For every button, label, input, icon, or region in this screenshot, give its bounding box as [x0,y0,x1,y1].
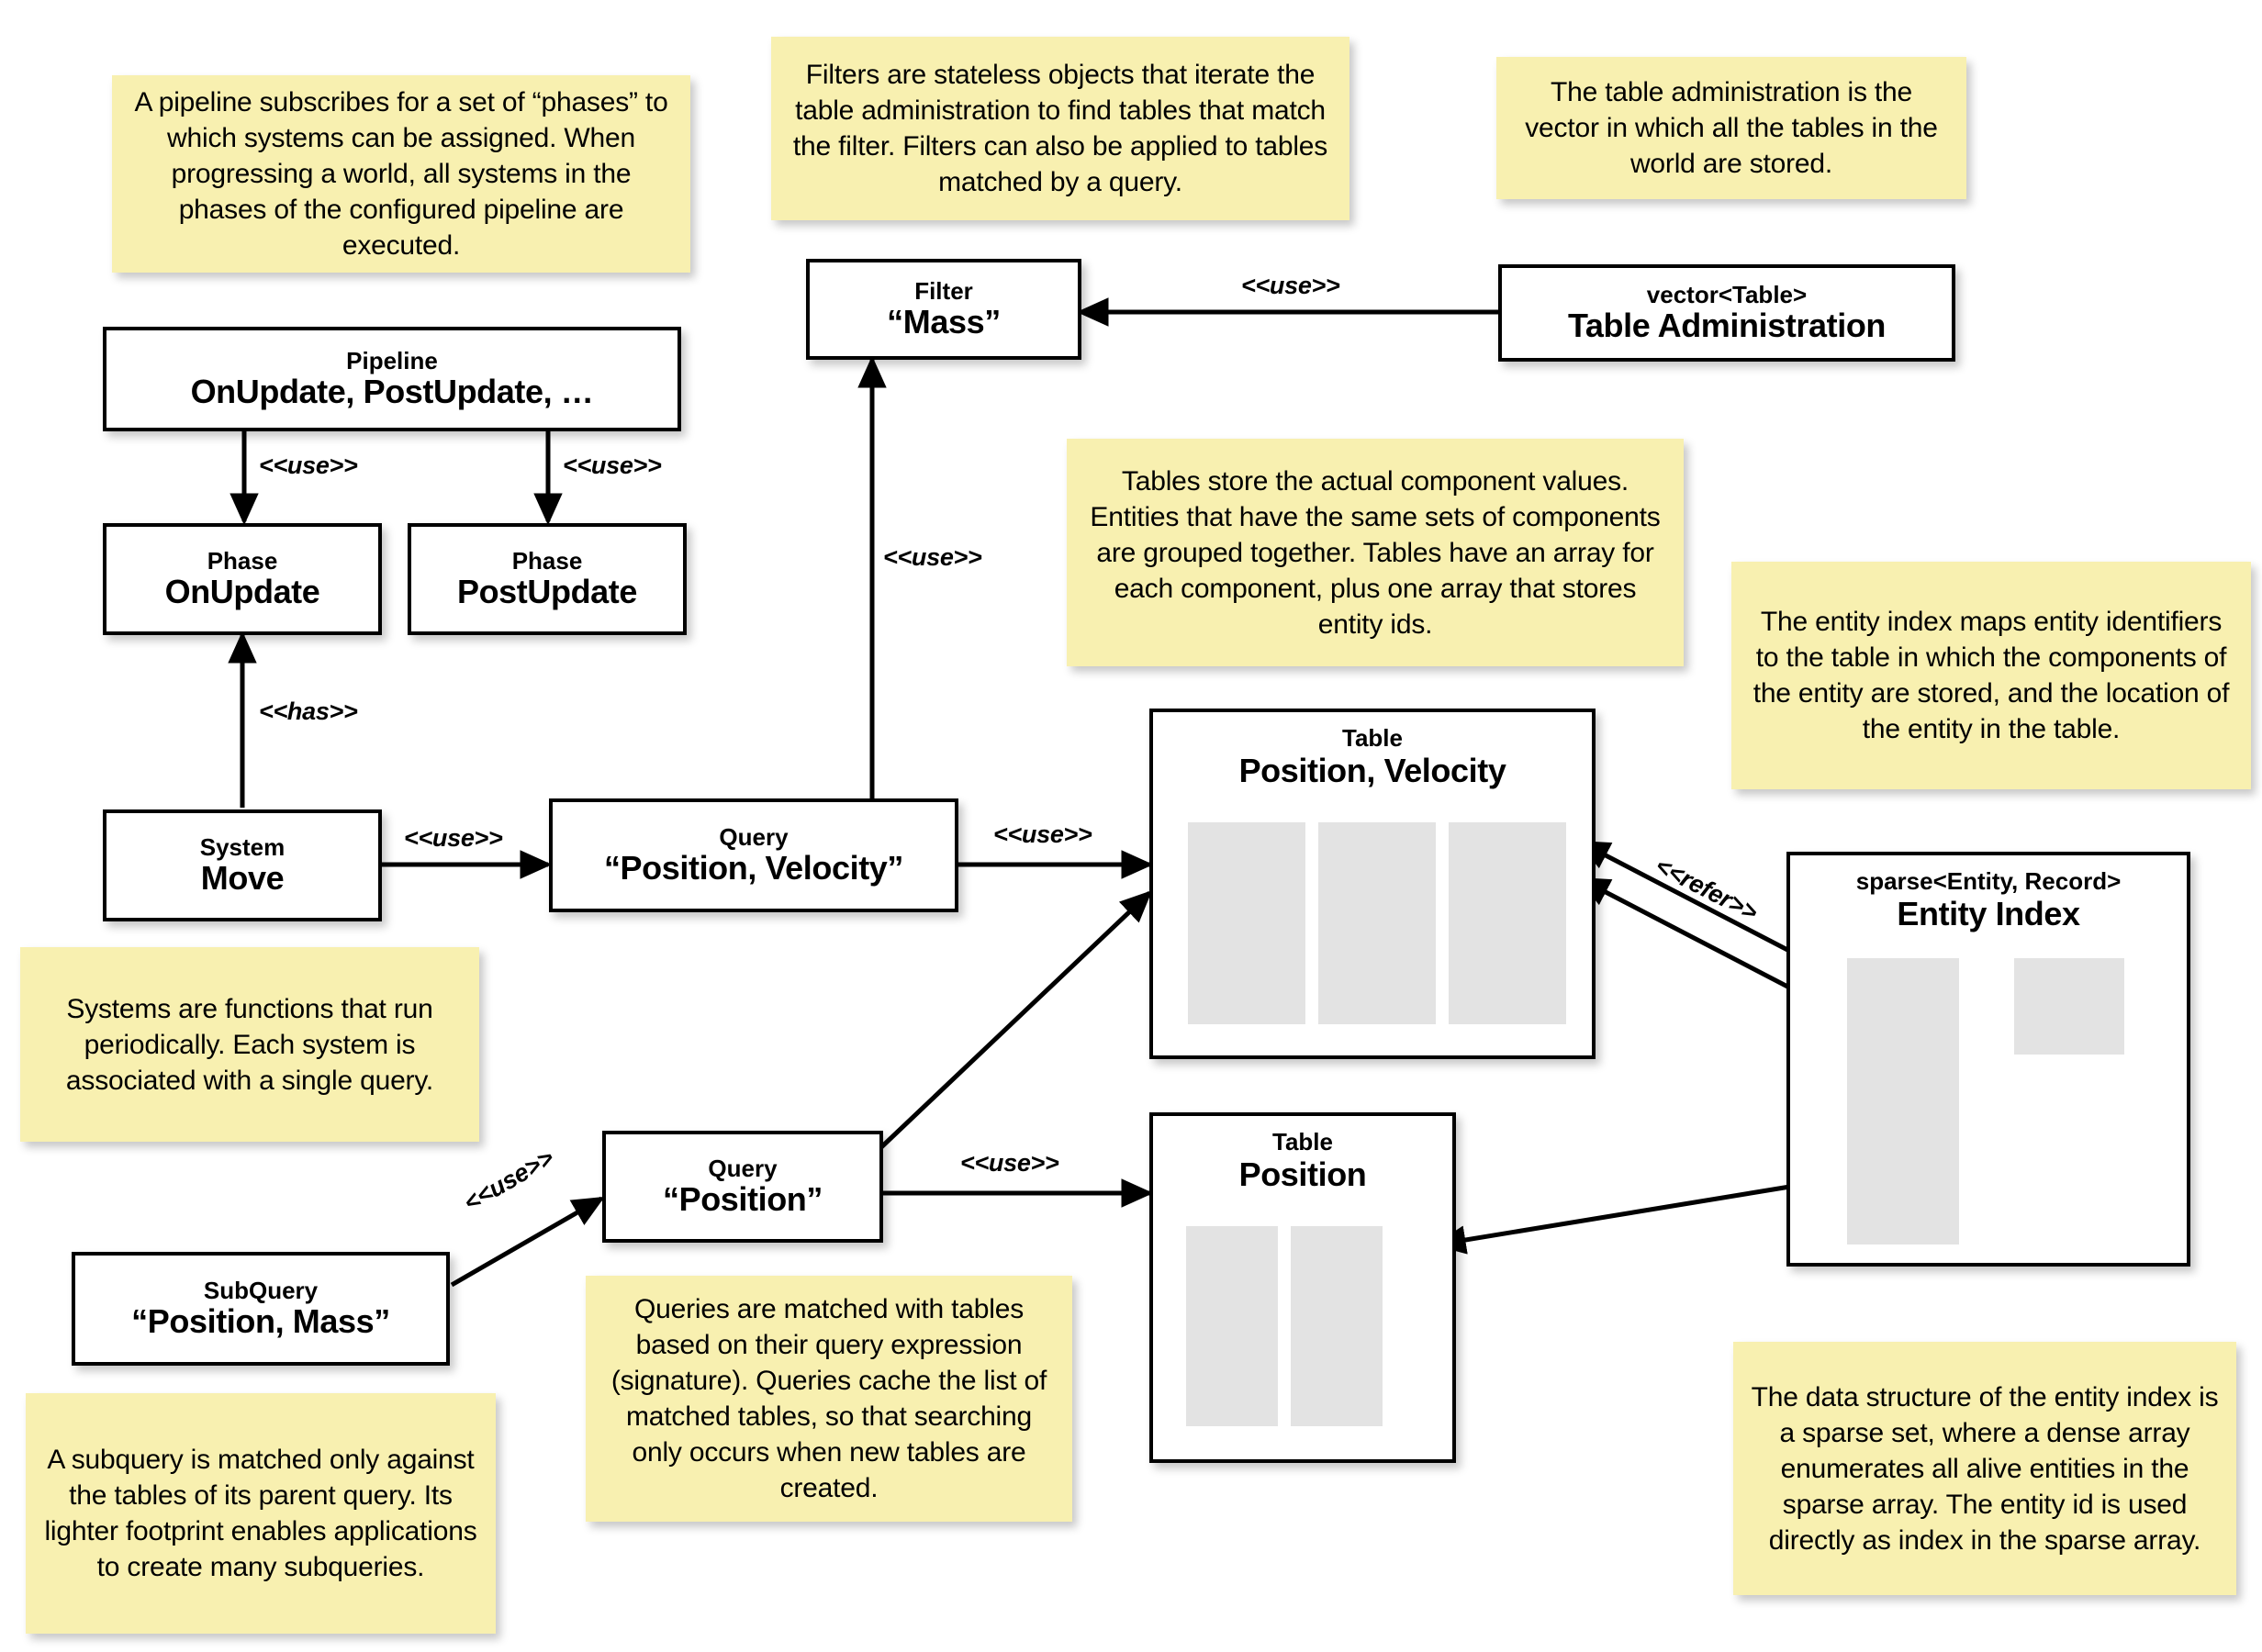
class-stereotype: Query [708,1155,778,1183]
note-table-administration: The table administration is the vector i… [1496,57,1966,199]
note-sparse-set: The data structure of the entity index i… [1733,1342,2236,1595]
edge-label-pipeline-postupdate: <<use>> [563,452,662,479]
class-box-system-move[interactable]: System Move [103,809,382,921]
class-stereotype: Phase [207,547,278,575]
table-array-columns [1186,1226,1383,1426]
table-array-column [1188,822,1305,1024]
class-name: OnUpdate, PostUpdate, … [190,373,594,411]
class-stereotype: Query [719,823,789,852]
class-name: Table Administration [1567,307,1887,345]
class-name: PostUpdate [456,573,638,611]
table-header: Table Position [1153,1116,1452,1193]
class-box-query-position-velocity[interactable]: Query “Position, Velocity” [549,798,958,912]
class-name: OnUpdate [164,573,320,611]
class-box-subquery-position-mass[interactable]: SubQuery “Position, Mass” [72,1252,450,1366]
table-header: Table Position, Velocity [1153,712,1592,789]
class-box-entity-index[interactable]: sparse<Entity, Record> Entity Index [1786,852,2190,1267]
note-tables: Tables store the actual component values… [1067,439,1684,666]
class-name: “Position, Velocity” [603,849,904,887]
class-stereotype: Pipeline [346,347,438,375]
note-filter: Filters are stateless objects that itera… [771,37,1349,220]
class-name: Position, Velocity [1238,751,1506,789]
class-box-query-position[interactable]: Query “Position” [602,1131,883,1243]
edge-label-queryposition-uses-table: <<use>> [960,1149,1059,1177]
note-pipeline: A pipeline subscribes for a set of “phas… [112,75,690,273]
class-name: Position [1238,1155,1367,1193]
edge-entityindex-refer-table-position [1433,1181,1808,1255]
entity-index-header: sparse<Entity, Record> Entity Index [1790,855,2187,932]
table-array-column [1291,1226,1383,1426]
class-name: Entity Index [1897,894,2080,932]
edge-label-query-uses-table: <<use>> [993,820,1092,848]
class-name: “Position” [663,1180,823,1219]
table-array-columns [1188,822,1566,1024]
class-box-table-position[interactable]: Table Position [1149,1112,1456,1463]
class-box-table-administration[interactable]: vector<Table> Table Administration [1498,264,1955,362]
class-stereotype: SubQuery [203,1277,319,1305]
class-stereotype: sparse<Entity, Record> [1855,867,2122,895]
edge-label-pipeline-onupdate: <<use>> [259,452,358,479]
class-stereotype: Phase [511,547,583,575]
note-systems: Systems are functions that run periodica… [20,947,479,1142]
edge-label-entityindex-refer: <<refer>> [1651,852,1763,927]
edge-label-subquery-uses-query: <<use>> [459,1144,559,1217]
dense-array-block [1847,958,1959,1245]
note-queries: Queries are matched with tables based on… [586,1276,1072,1522]
edge-label-system-uses-query: <<use>> [404,824,503,852]
class-box-filter-mass[interactable]: Filter “Mass” [806,259,1081,360]
class-name: “Mass” [887,303,1001,341]
class-stereotype: System [199,833,286,862]
edge-label-tableadmin-uses-filter: <<use>> [1241,272,1340,299]
class-stereotype: Filter [914,277,973,306]
class-stereotype: vector<Table> [1646,281,1808,309]
class-name: Move [200,859,285,898]
edge-queryposition-uses-table-pv [879,889,1153,1149]
class-box-phase-onupdate[interactable]: Phase OnUpdate [103,523,382,635]
table-array-column [1449,822,1566,1024]
edge-label-system-has-phase: <<has>> [259,698,358,725]
class-box-table-position-velocity[interactable]: Table Position, Velocity [1149,709,1596,1059]
class-box-pipeline[interactable]: Pipeline OnUpdate, PostUpdate, … [103,327,681,431]
class-stereotype: Table [1342,724,1403,752]
table-array-column [1318,822,1436,1024]
class-stereotype: Table [1272,1128,1333,1155]
class-box-phase-postupdate[interactable]: Phase PostUpdate [408,523,687,635]
edge-label-query-uses-filter: <<use>> [883,543,982,571]
class-name: “Position, Mass” [131,1302,390,1341]
note-entity-index: The entity index maps entity identifiers… [1731,562,2251,789]
table-array-column [1186,1226,1278,1426]
note-subquery: A subquery is matched only against the t… [26,1393,496,1634]
sparse-array-block [2014,958,2124,1055]
